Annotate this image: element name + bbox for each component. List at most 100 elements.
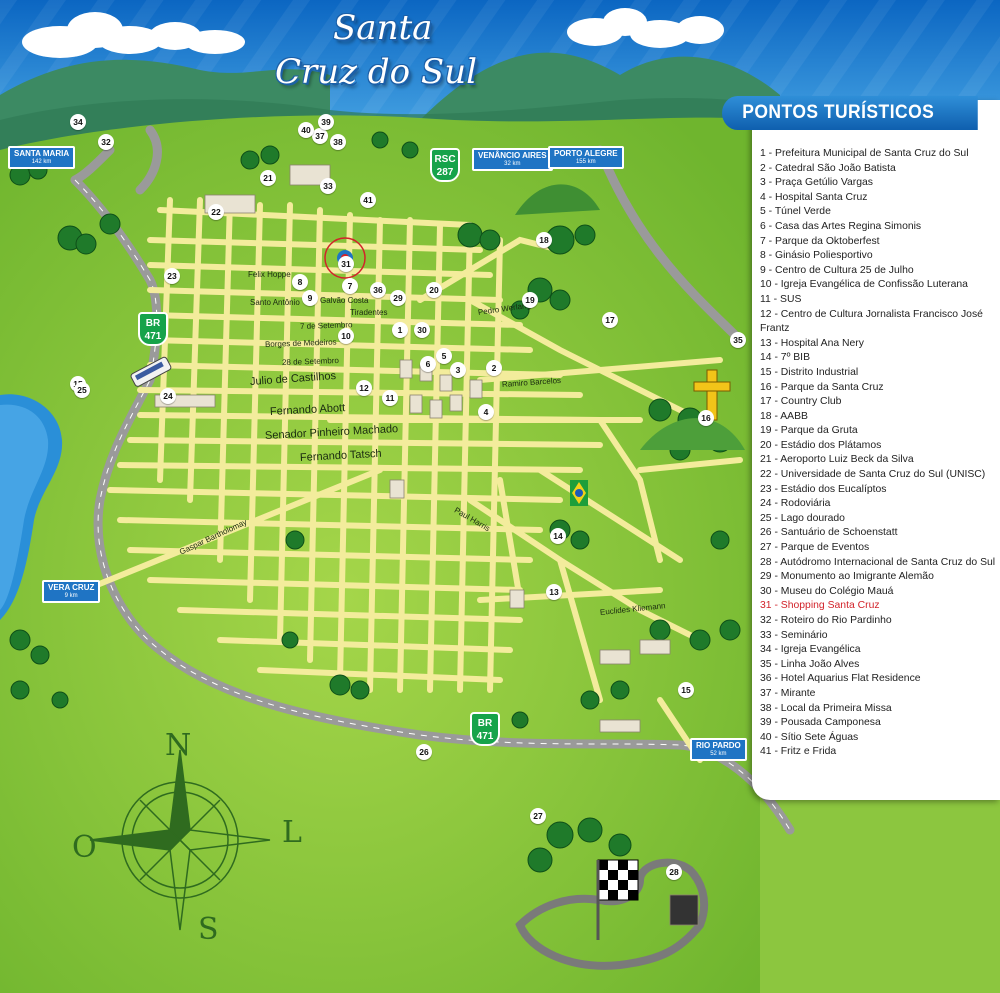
marker-15b[interactable]: 15 (678, 682, 694, 698)
sign-porto-alegre: PORTO ALEGRE 155 km (548, 146, 624, 169)
marker-10[interactable]: 10 (338, 328, 354, 344)
legend-item[interactable]: 29 - Monumento ao Imigrante Alemão (760, 571, 934, 583)
marker-27[interactable]: 27 (530, 808, 546, 824)
legend-item[interactable]: 41 - Fritz e Frida (760, 746, 837, 758)
sign-rio-pardo: RIO PARDO 52 km (690, 738, 747, 761)
legend-item[interactable]: 18 - AABB (760, 410, 808, 422)
legend-item[interactable]: 23 - Estádio dos Eucalíptos (760, 483, 887, 495)
legend-item[interactable]: 34 - Igreja Evangélica (760, 644, 861, 656)
marker-19[interactable]: 19 (522, 292, 538, 308)
legend-item[interactable]: 30 - Museu do Colégio Mauá (760, 585, 894, 597)
marker-36[interactable]: 36 (370, 282, 386, 298)
bus-icon (130, 356, 172, 387)
legend-item[interactable]: 22 - Universidade de Santa Cruz do Sul (… (760, 469, 986, 481)
marker-39[interactable]: 39 (318, 114, 334, 130)
legend-item[interactable]: 21 - Aeroporto Luiz Beck da Silva (760, 454, 914, 466)
legend-item[interactable]: 19 - Parque da Gruta (760, 425, 858, 437)
marker-20[interactable]: 20 (426, 282, 442, 298)
marker-18[interactable]: 18 (536, 232, 552, 248)
legend-item[interactable]: 3 - Praça Getúlio Vargas (760, 177, 874, 189)
legend-item[interactable]: 12 - Centro de Cultura Jornalista Franci… (760, 308, 983, 335)
marker-35[interactable]: 35 (730, 332, 746, 348)
marker-3[interactable]: 3 (450, 362, 466, 378)
legend-item[interactable]: 10 - Igreja Evangélica de Confissão Lute… (760, 279, 968, 291)
sign-porto-alegre-dist: 155 km (575, 159, 596, 165)
marker-23[interactable]: 23 (164, 268, 180, 284)
marker-22[interactable]: 22 (208, 204, 224, 220)
legend-item[interactable]: 38 - Local da Primeira Missa (760, 702, 892, 714)
marker-41[interactable]: 41 (360, 192, 376, 208)
legend-item[interactable]: 25 - Lago dourado (760, 512, 845, 524)
marker-16[interactable]: 16 (698, 410, 714, 426)
legend-item[interactable]: 4 - Hospital Santa Cruz (760, 191, 868, 203)
legend-item[interactable]: 27 - Parque de Eventos (760, 542, 870, 554)
legend-item[interactable]: 26 - Santuário de Schoenstatt (760, 527, 898, 539)
legend-item[interactable]: 15 - Distrito Industrial (760, 366, 859, 378)
marker-40[interactable]: 40 (298, 122, 314, 138)
marker-37[interactable]: 37 (312, 128, 328, 144)
marker-1[interactable]: 1 (392, 322, 408, 338)
shield-br-bottom-line1: BR (477, 718, 493, 729)
legend-list: 1 - Prefeitura Municipal de Santa Cruz d… (760, 147, 996, 760)
legend-item[interactable]: 2 - Catedral São João Batista (760, 162, 896, 174)
legend-item[interactable]: 1 - Prefeitura Municipal de Santa Cruz d… (760, 148, 969, 159)
marker-25[interactable]: 25 (74, 382, 90, 398)
marker-31[interactable]: 31 (338, 256, 354, 272)
shield-br-471-top: BR 471 (138, 312, 168, 346)
legend-item[interactable]: 7 - Parque da Oktoberfest (760, 235, 880, 247)
marker-13[interactable]: 13 (546, 584, 562, 600)
legend-item[interactable]: 28 - Autódromo Internacional de Santa Cr… (760, 556, 996, 568)
marker-6[interactable]: 6 (420, 356, 436, 372)
marker-8[interactable]: 8 (292, 274, 308, 290)
marker-21[interactable]: 21 (260, 170, 276, 186)
marker-33[interactable]: 33 (320, 178, 336, 194)
legend-item[interactable]: 11 - SUS (760, 293, 802, 305)
legend-item[interactable]: 17 - Country Club (760, 396, 842, 408)
legend-item[interactable]: 13 - Hospital Ana Nery (760, 337, 864, 349)
legend-item[interactable]: 32 - Roteiro do Rio Pardinho (760, 615, 892, 626)
marker-7[interactable]: 7 (342, 278, 358, 294)
sign-rio-pardo-name: RIO PARDO (696, 741, 741, 750)
marker-9[interactable]: 9 (302, 290, 318, 306)
legend-item[interactable]: 9 - Centro de Cultura 25 de Julho (760, 264, 914, 276)
marker-32[interactable]: 32 (98, 134, 114, 150)
marker-34[interactable]: 34 (70, 114, 86, 130)
sign-vera-cruz: VERA CRUZ 9 km (42, 580, 101, 603)
marker-29[interactable]: 29 (390, 290, 406, 306)
sign-venancio-dist: 32 km (504, 161, 521, 167)
legend-item[interactable]: 36 - Hotel Aquarius Flat Residence (760, 673, 921, 685)
legend-item[interactable]: 16 - Parque da Santa Cruz (760, 381, 884, 393)
marker-4[interactable]: 4 (478, 404, 494, 420)
legend-item[interactable]: 20 - Estádio dos Plátamos (760, 439, 882, 451)
street-santo-antonio: Santo Antônio (250, 298, 300, 307)
marker-28[interactable]: 28 (666, 864, 682, 880)
legend-item[interactable]: 8 - Ginásio Poliesportivo (760, 250, 873, 262)
marker-38[interactable]: 38 (330, 134, 346, 150)
legend-item[interactable]: 37 - Mirante (760, 687, 816, 699)
map-title-line1: Santa (333, 8, 433, 48)
shield-br-top-line1: BR (145, 318, 161, 329)
marker-5[interactable]: 5 (436, 348, 452, 364)
sign-santa-maria: SANTA MARIA 142 km (8, 146, 76, 169)
legend-item[interactable]: 39 - Pousada Camponesa (760, 717, 881, 729)
legend-item[interactable]: 14 - 7º BIB (760, 352, 810, 364)
legend-item[interactable]: 40 - Sítio Sete Águas (760, 731, 859, 743)
marker-2[interactable]: 2 (486, 360, 502, 376)
sign-venancio-aires: VENÂNCIO AIRES 32 km (472, 148, 553, 171)
marker-11[interactable]: 11 (382, 390, 398, 406)
compass-rose (89, 749, 271, 931)
legend-item[interactable]: 6 - Casa das Artes Regina Simonis (760, 220, 922, 232)
legend-item[interactable]: 31 - Shopping Santa Cruz (760, 600, 880, 612)
marker-24[interactable]: 24 (160, 388, 176, 404)
sign-rio-pardo-dist: 52 km (710, 751, 727, 757)
marker-30[interactable]: 30 (414, 322, 430, 338)
legend-item[interactable]: 35 - Linha João Alves (760, 658, 860, 670)
marker-26[interactable]: 26 (416, 744, 432, 760)
marker-17[interactable]: 17 (602, 312, 618, 328)
marker-12[interactable]: 12 (356, 380, 372, 396)
hill-santa-cruz (640, 418, 745, 450)
legend-item[interactable]: 5 - Túnel Verde (760, 206, 831, 218)
legend-item[interactable]: 33 - Seminário (760, 629, 828, 641)
legend-item[interactable]: 24 - Rodoviária (760, 498, 831, 510)
marker-14[interactable]: 14 (550, 528, 566, 544)
